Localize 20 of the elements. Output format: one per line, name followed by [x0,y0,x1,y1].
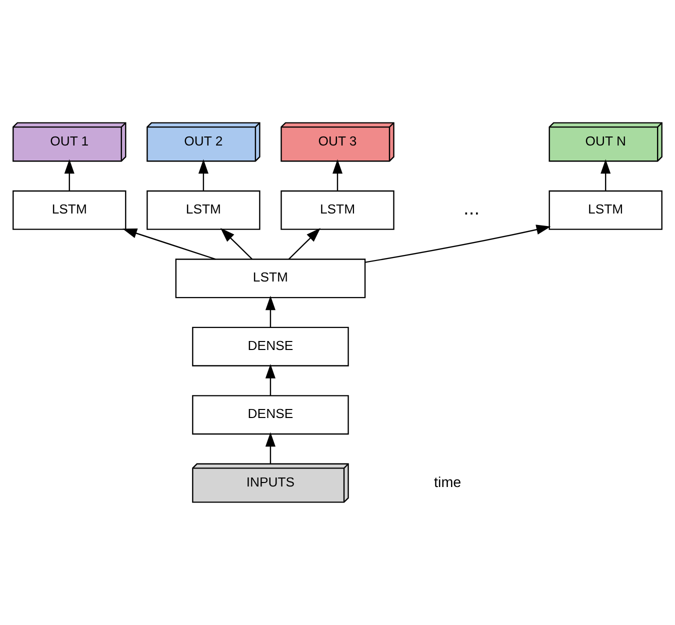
arrow [332,159,343,191]
arrow [265,364,276,396]
arrow [122,228,216,260]
node-box: DENSE [192,395,349,435]
node-box: DENSE [192,326,349,366]
node-box: LSTM [548,190,662,230]
node-box: LSTM [12,190,126,230]
arrow [265,432,276,464]
arrow [288,228,320,260]
label: time [434,474,462,491]
node-box: LSTM [175,258,366,298]
node-box: LSTM [146,190,260,230]
arrow [600,159,611,191]
node-box: LSTM [280,190,394,230]
arrow [198,159,208,191]
label: ... [464,198,480,220]
arrow [265,296,276,328]
arrow [365,224,551,263]
arrow [220,228,253,260]
arrow [64,159,74,191]
